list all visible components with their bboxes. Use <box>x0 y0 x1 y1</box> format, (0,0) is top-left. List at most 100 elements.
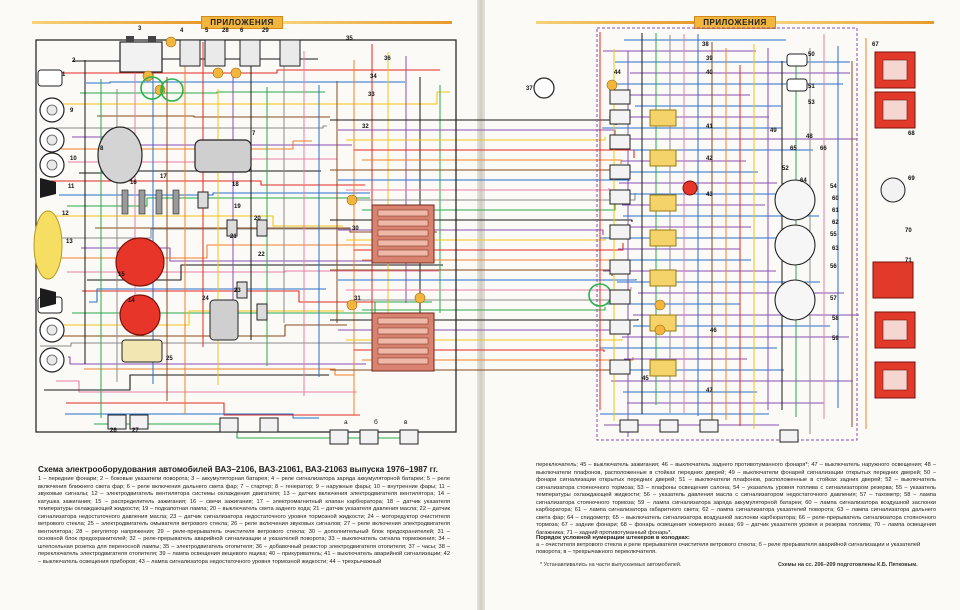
wire <box>56 125 327 129</box>
lamp-block <box>649 359 677 377</box>
component-number: 3 <box>138 26 142 32</box>
component-number: 30 <box>352 226 359 232</box>
wire <box>346 339 623 341</box>
relay <box>179 39 201 67</box>
front-lamp <box>37 69 63 87</box>
component-number: 58 <box>832 316 839 322</box>
credit-line: Схемы на сс. 206–209 подготовлены К.Б. П… <box>778 562 918 568</box>
wire <box>56 380 357 393</box>
sensor <box>226 219 238 237</box>
component-number: 67 <box>872 42 879 48</box>
connector-block <box>779 429 799 443</box>
connector-letter: в <box>404 419 408 426</box>
connector-block <box>219 417 239 433</box>
component-number: 1 <box>62 72 66 78</box>
component-number: 35 <box>346 36 353 42</box>
header-rule <box>282 21 453 24</box>
fuse <box>377 209 429 217</box>
left-page-header: ПРИЛОЖЕНИЯ <box>32 16 453 29</box>
component-number: 7 <box>252 131 256 137</box>
wire <box>354 349 605 352</box>
legend-text-left: 1 – передние фонари; 2 – боковые указате… <box>38 476 450 566</box>
tail-light-lens <box>882 319 908 341</box>
wire <box>346 188 610 191</box>
horn <box>40 178 56 198</box>
lamp-block <box>649 149 677 167</box>
component-number: 41 <box>706 124 713 130</box>
interior-lamp <box>786 78 808 92</box>
component-number: 44 <box>614 70 621 76</box>
fuse <box>377 357 429 365</box>
wire <box>354 193 636 201</box>
wire <box>362 307 606 311</box>
connector-pad <box>230 67 242 79</box>
gauge <box>774 179 816 221</box>
component-number: 36 <box>384 56 391 62</box>
switch <box>609 134 631 150</box>
lamp-block <box>649 229 677 247</box>
component-number: 25 <box>166 356 173 362</box>
component-number: 24 <box>202 296 209 302</box>
headlight-bulb <box>46 104 58 116</box>
page-gutter <box>477 0 485 610</box>
wire <box>66 402 360 416</box>
wire <box>338 279 637 281</box>
connector-pad <box>165 36 177 48</box>
fuse <box>377 327 429 335</box>
component-number: 33 <box>368 92 375 98</box>
tail-light-lens <box>882 369 908 391</box>
wire <box>89 288 326 303</box>
component-number: 5 <box>205 28 209 34</box>
wire <box>362 357 634 361</box>
diagram-title: Схема электрооборудования автомобилей ВА… <box>38 465 438 474</box>
sensor <box>256 219 268 237</box>
component-number: 56 <box>830 264 837 270</box>
component-number: 53 <box>808 100 815 106</box>
right-page-header: ПРИЛОЖЕНИЯ <box>536 16 935 29</box>
wire <box>61 244 393 259</box>
wire <box>65 413 319 419</box>
gauge <box>774 224 816 266</box>
interior-lamp <box>786 53 808 67</box>
switch <box>609 319 631 335</box>
connector-numbering-text: а – очистителя ветрового стекла и реле п… <box>536 542 921 556</box>
wire <box>67 270 439 273</box>
wire <box>354 299 612 301</box>
component-number: 65 <box>790 146 797 152</box>
sensor <box>236 281 248 299</box>
connector-numbering-heading: Порядок условной нумерации штекеров в ко… <box>536 535 690 541</box>
fuse <box>377 239 429 247</box>
wire <box>330 119 617 125</box>
wire <box>44 69 440 74</box>
component-number: 19 <box>234 204 241 210</box>
component-number: 59 <box>832 336 839 342</box>
connector-block <box>359 429 379 445</box>
wiper-motor <box>209 299 239 341</box>
component-number: 71 <box>905 258 912 264</box>
wire <box>53 324 347 337</box>
component-number: 34 <box>370 74 377 80</box>
sensor <box>197 191 209 209</box>
gauge <box>774 279 816 321</box>
component-number: 49 <box>770 128 777 134</box>
starter <box>194 139 252 173</box>
wire <box>59 192 370 196</box>
connector-block <box>107 414 127 430</box>
component-number: 37 <box>526 86 533 92</box>
battery-terminal <box>148 36 156 42</box>
headlight-bulb <box>46 324 58 336</box>
wire <box>47 215 343 227</box>
connector-pad <box>212 67 224 79</box>
switch <box>609 109 631 125</box>
lamp-block <box>649 269 677 287</box>
component-number: 2 <box>72 58 76 64</box>
footnote: * Устанавливались на части выпускаемых а… <box>540 562 682 568</box>
spark-plug <box>138 189 146 215</box>
spark-plug <box>172 189 180 215</box>
component-number: 10 <box>70 156 77 162</box>
lamp-block <box>649 194 677 212</box>
wire <box>42 180 365 186</box>
connector-block <box>699 419 719 433</box>
component-number: 61 <box>832 208 839 214</box>
